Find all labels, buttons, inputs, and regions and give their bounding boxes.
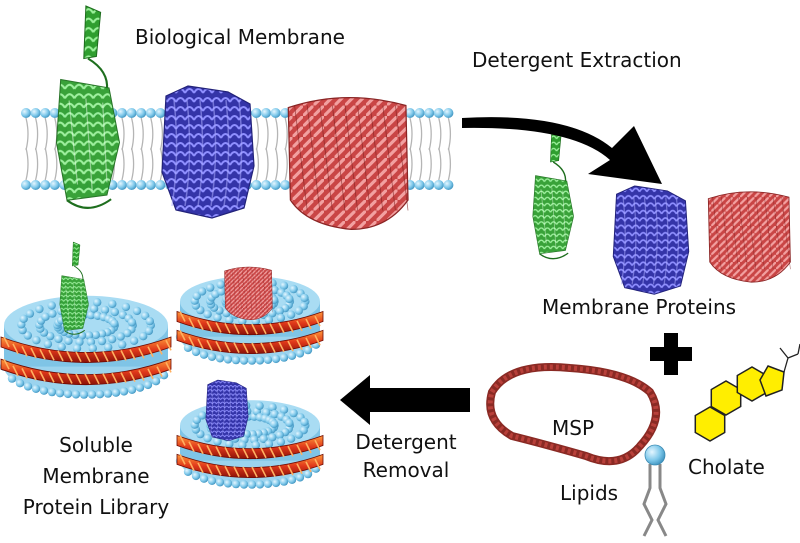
lipid-head — [424, 108, 435, 118]
lipid-head — [145, 108, 156, 118]
msp-label: MSP — [552, 416, 595, 440]
lipid-head — [49, 108, 60, 118]
lipid-head — [433, 108, 444, 118]
library-line-2: Membrane — [42, 464, 150, 488]
lipid-head — [414, 108, 425, 118]
lipid-head — [414, 180, 425, 190]
lipid-head — [280, 108, 291, 118]
biological-membrane-label: Biological Membrane — [135, 25, 345, 49]
extracted-bundle-protein — [612, 185, 690, 295]
lipid-head — [21, 108, 31, 118]
lipid-molecule — [642, 444, 668, 537]
lipid-head — [433, 180, 444, 190]
lipid-head — [30, 108, 41, 118]
lipid-head — [117, 108, 127, 118]
membrane-proteins-label: Membrane Proteins — [542, 295, 737, 319]
lipid-head — [424, 180, 435, 190]
lipid-head — [155, 108, 166, 118]
lipid-head — [40, 180, 51, 190]
lipid-head — [136, 108, 147, 118]
nanodisc-bundle-protein — [205, 379, 249, 442]
nanodisc-blue — [175, 400, 324, 489]
nanodisc-barrel-protein — [224, 266, 273, 321]
lipid-head — [251, 108, 262, 118]
lipid-head — [443, 108, 454, 118]
library-line-1: Soluble — [59, 433, 133, 457]
nanodisc-helical-protein — [59, 241, 89, 335]
plus-icon — [650, 333, 692, 375]
lipid-head — [117, 180, 127, 190]
detergent-extraction-label: Detergent Extraction — [472, 48, 682, 72]
lipid-head — [261, 108, 271, 118]
lipid-head — [40, 108, 51, 118]
library-line-3: Protein Library — [22, 495, 170, 519]
beta-barrel-protein-red — [287, 96, 409, 231]
library-label: Soluble Membrane Protein Library — [4, 430, 188, 523]
detergent-removal-line-1: Detergent — [355, 430, 457, 454]
lipid-head — [155, 180, 166, 190]
lipid-head — [261, 180, 271, 190]
curved-arrow — [462, 90, 662, 184]
detergent-removal-line-2: Removal — [362, 458, 450, 482]
lipids-label: Lipids — [560, 481, 619, 505]
lipid-head — [270, 180, 281, 190]
left-arrow — [340, 375, 470, 425]
lipid-head — [443, 180, 454, 190]
lipid-head — [405, 108, 415, 118]
lipid-head — [270, 108, 281, 118]
lipid-head — [21, 180, 31, 190]
helical-protein-green — [55, 5, 121, 209]
lipid-head — [136, 180, 147, 190]
detergent-removal-label: Detergent Removal — [345, 431, 467, 482]
cholate-structure — [694, 343, 800, 442]
extracted-barrel-protein — [707, 191, 791, 283]
lipid-head — [126, 108, 137, 118]
alpha-bundle-protein-blue — [161, 85, 255, 219]
lipid-head — [30, 180, 41, 190]
extracted-helical-protein — [532, 127, 574, 260]
cholate-label: Cholate — [688, 455, 765, 479]
lipid-head — [251, 180, 262, 190]
msp-ring — [486, 363, 660, 466]
lipid-head — [145, 180, 156, 190]
lipid-head — [49, 180, 60, 190]
lipid-head — [280, 180, 291, 190]
lipid-head — [126, 180, 137, 190]
